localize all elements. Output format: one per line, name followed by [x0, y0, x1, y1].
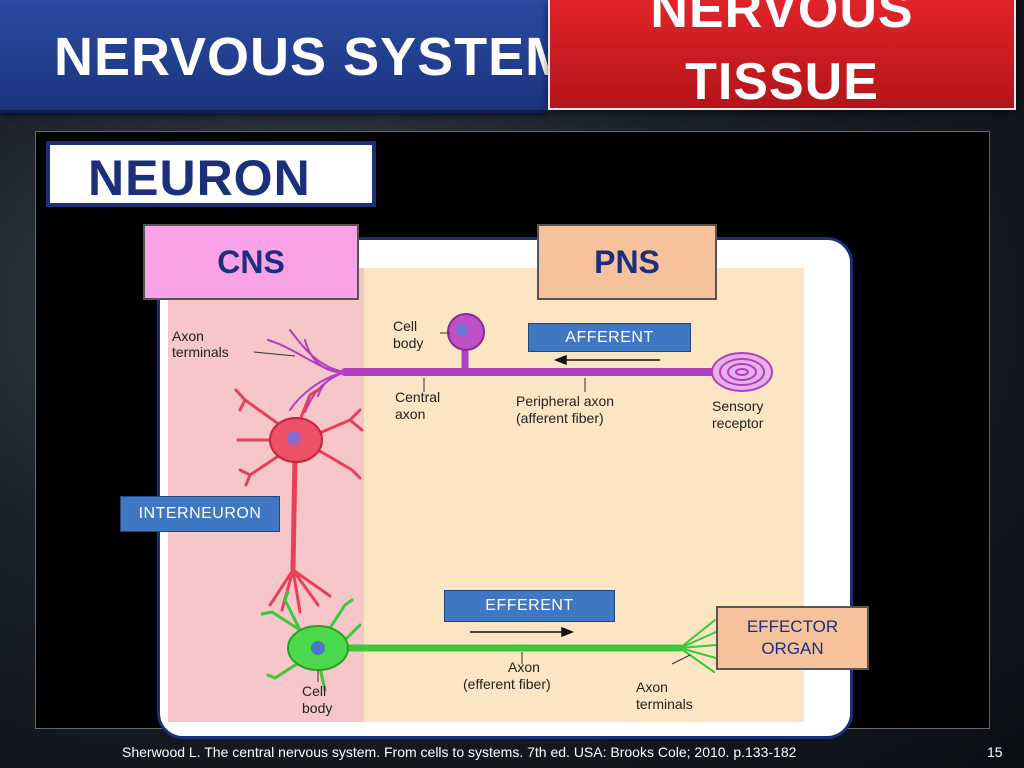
- title-bar-left: NERVOUS SYSTEM: [0, 0, 548, 113]
- efferent-arrow: [470, 626, 575, 638]
- axon-terminals-label: terminals: [172, 344, 229, 360]
- citation: Sherwood L. The central nervous system. …: [122, 744, 797, 760]
- interneuron-tag: INTERNEURON: [120, 496, 280, 532]
- axon-terminals-label: Axon: [172, 328, 204, 344]
- afferent-nucleus: [456, 324, 468, 336]
- efferent-axon-label: Axon: [508, 659, 540, 675]
- section-title: NEURON: [88, 150, 311, 206]
- axon-terminals-bottom-label: Axon: [636, 679, 668, 695]
- cell-body-bottom-label: body: [302, 700, 332, 716]
- central-axon-label: Central: [395, 389, 440, 405]
- interneuron-cell: [234, 388, 364, 614]
- leader-lines: [253, 332, 691, 682]
- cns-label-box: CNS: [143, 224, 359, 300]
- peripheral-axon-label: (afferent fiber): [516, 410, 604, 426]
- effector-organ-box: EFFECTOR ORGAN: [716, 606, 869, 670]
- cell-body-bottom-label: Cell: [302, 683, 326, 699]
- interneuron-nucleus: [287, 431, 301, 445]
- axon-terminal-branch: [304, 371, 346, 413]
- central-axon-label: axon: [395, 406, 425, 422]
- afferent-neuron: [267, 329, 724, 413]
- axon-terminals-bottom-label: terminals: [636, 696, 693, 712]
- title-bar-right: NERVOUS TISSUE: [548, 0, 1016, 111]
- slide-title: NERVOUS SYSTEM: [54, 27, 548, 87]
- cell-body-label: Cell: [393, 318, 417, 334]
- subtitle-line-1: NERVOUS: [650, 0, 914, 39]
- sensory-receptor: [711, 352, 773, 392]
- axon-terminal-branch: [289, 329, 346, 373]
- afferent-arrow: [553, 354, 660, 366]
- cell-body-label: body: [393, 335, 423, 351]
- sensory-receptor-label: receptor: [712, 415, 764, 431]
- subtitle-line-2: TISSUE: [685, 53, 879, 111]
- pns-label-box: PNS: [537, 224, 717, 300]
- effector-line-2: ORGAN: [761, 639, 824, 658]
- efferent-nucleus: [311, 641, 325, 655]
- section-title-box: NEURON: [46, 141, 376, 207]
- axon-terminal-branch: [317, 371, 346, 397]
- axon-terminal-branch: [304, 339, 346, 374]
- slide-number: 15: [987, 744, 1003, 760]
- afferent-tag: AFFERENT: [528, 323, 691, 352]
- efferent-axon-label: (efferent fiber): [463, 676, 551, 692]
- peripheral-axon-label: Peripheral axon: [516, 393, 614, 409]
- efferent-tag: EFFERENT: [444, 590, 615, 622]
- sensory-receptor-label: Sensory: [712, 398, 763, 414]
- efferent-neuron: [260, 590, 717, 692]
- effector-line-1: EFFECTOR: [746, 617, 839, 636]
